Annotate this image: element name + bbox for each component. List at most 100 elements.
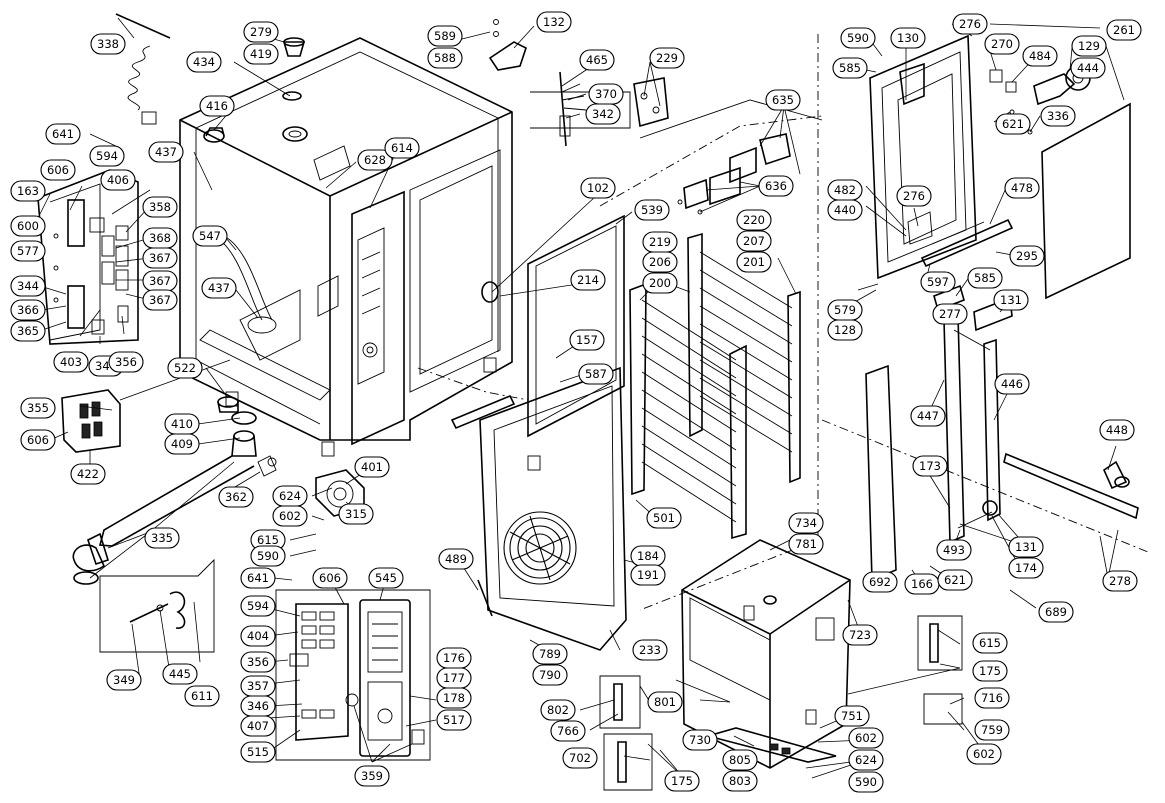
part-number: 437 <box>208 281 230 295</box>
part-number: 590 <box>847 31 869 45</box>
part-label-bubble <box>972 660 1008 682</box>
part-label-bubble <box>649 47 685 69</box>
part-label: 597 <box>920 271 956 293</box>
part-label-bubble <box>579 49 615 71</box>
part-number: 606 <box>319 571 341 585</box>
part-label: 444 <box>1070 57 1106 79</box>
part-number: 434 <box>193 55 215 69</box>
part-number: 279 <box>250 25 272 39</box>
part-label-bubble <box>937 569 973 591</box>
part-number: 338 <box>97 37 119 51</box>
part-label: 220 <box>736 209 772 231</box>
part-number: 163 <box>17 184 39 198</box>
part-label: 759 <box>974 719 1010 741</box>
part-label: 522 <box>167 357 203 379</box>
part-label-bubble <box>664 770 700 792</box>
part-number: 577 <box>17 244 39 258</box>
part-label: 501 <box>646 507 682 529</box>
part-label: 702 <box>562 747 598 769</box>
door-hinge-bar <box>920 218 1014 268</box>
part-label-bubble <box>53 351 89 373</box>
part-number: 515 <box>247 745 269 759</box>
part-label: 174 <box>1008 557 1044 579</box>
part-label-bubble <box>436 687 472 709</box>
part-number: 723 <box>849 628 871 642</box>
part-label: 365 <box>10 320 46 342</box>
part-label-bubble <box>100 169 136 191</box>
vent-cap <box>203 127 225 143</box>
part-label: 355 <box>20 397 56 419</box>
part-label: 178 <box>436 687 472 709</box>
part-label: 716 <box>974 687 1010 709</box>
part-label-bubble <box>10 299 46 321</box>
part-number: 522 <box>174 361 196 375</box>
part-label: 590 <box>250 545 286 567</box>
sensor-wires <box>559 71 587 147</box>
part-label: 606 <box>20 429 56 451</box>
part-label-bubble <box>646 507 682 529</box>
part-number: 692 <box>869 575 891 589</box>
part-label: 635 <box>765 89 801 111</box>
part-number: 276 <box>959 17 981 31</box>
part-number: 702 <box>569 751 591 765</box>
part-label: 790 <box>532 664 568 686</box>
part-number: 689 <box>1045 605 1067 619</box>
part-label-bubble <box>1004 177 1040 199</box>
part-number: 621 <box>944 573 966 587</box>
hinge-bracket <box>488 19 527 71</box>
part-label: 789 <box>532 643 568 665</box>
part-number: 597 <box>927 275 949 289</box>
part-label: 602 <box>848 727 884 749</box>
section-divider <box>639 34 819 611</box>
part-label: 163 <box>10 180 46 202</box>
part-label-bubble <box>243 21 279 43</box>
part-label-bubble <box>580 177 616 199</box>
part-label: 579 <box>827 299 863 321</box>
part-label-bubble <box>1009 245 1045 267</box>
part-number: 448 <box>1106 423 1128 437</box>
part-number: 624 <box>279 489 301 503</box>
part-number: 346 <box>247 699 269 713</box>
part-label-bubble <box>243 43 279 65</box>
part-label: 370 <box>588 83 624 105</box>
part-label: 206 <box>642 251 678 273</box>
part-label-bubble <box>162 663 198 685</box>
part-number: 315 <box>345 507 367 521</box>
part-label-bubble <box>10 215 46 237</box>
part-number: 585 <box>974 271 996 285</box>
part-label: 176 <box>436 647 472 669</box>
part-label: 214 <box>570 269 606 291</box>
part-label: 367 <box>142 289 178 311</box>
part-label: 689 <box>1038 601 1074 623</box>
part-label-bubble <box>10 320 46 342</box>
part-number: 422 <box>77 467 99 481</box>
part-label: 434 <box>186 51 222 73</box>
part-label-bubble <box>840 27 876 49</box>
part-label-bubble <box>647 691 683 713</box>
part-label: 446 <box>994 373 1030 395</box>
part-label: 130 <box>890 27 926 49</box>
part-label: 166 <box>904 573 940 595</box>
support-rod <box>477 579 493 617</box>
control-panel-assembly <box>275 589 431 761</box>
part-label: 547 <box>192 225 228 247</box>
part-label-bubble <box>1038 601 1074 623</box>
part-label-bubble <box>1071 35 1107 57</box>
part-number: 177 <box>443 671 465 685</box>
part-label: 279 <box>243 21 279 43</box>
part-number: 220 <box>743 213 765 227</box>
part-label-bubble <box>972 632 1008 654</box>
part-number: 277 <box>939 307 961 321</box>
part-label-bubble <box>920 271 956 293</box>
part-label: 802 <box>540 699 576 721</box>
part-label-bubble <box>536 11 572 33</box>
part-label-bubble <box>10 180 46 202</box>
part-number: 176 <box>443 651 465 665</box>
part-label-bubble <box>427 47 463 69</box>
part-label-bubble <box>142 247 178 269</box>
drain-hoses <box>72 396 277 585</box>
part-label-bubble <box>338 503 374 525</box>
part-number: 759 <box>981 723 1003 737</box>
electrical-panel-left <box>37 169 139 345</box>
